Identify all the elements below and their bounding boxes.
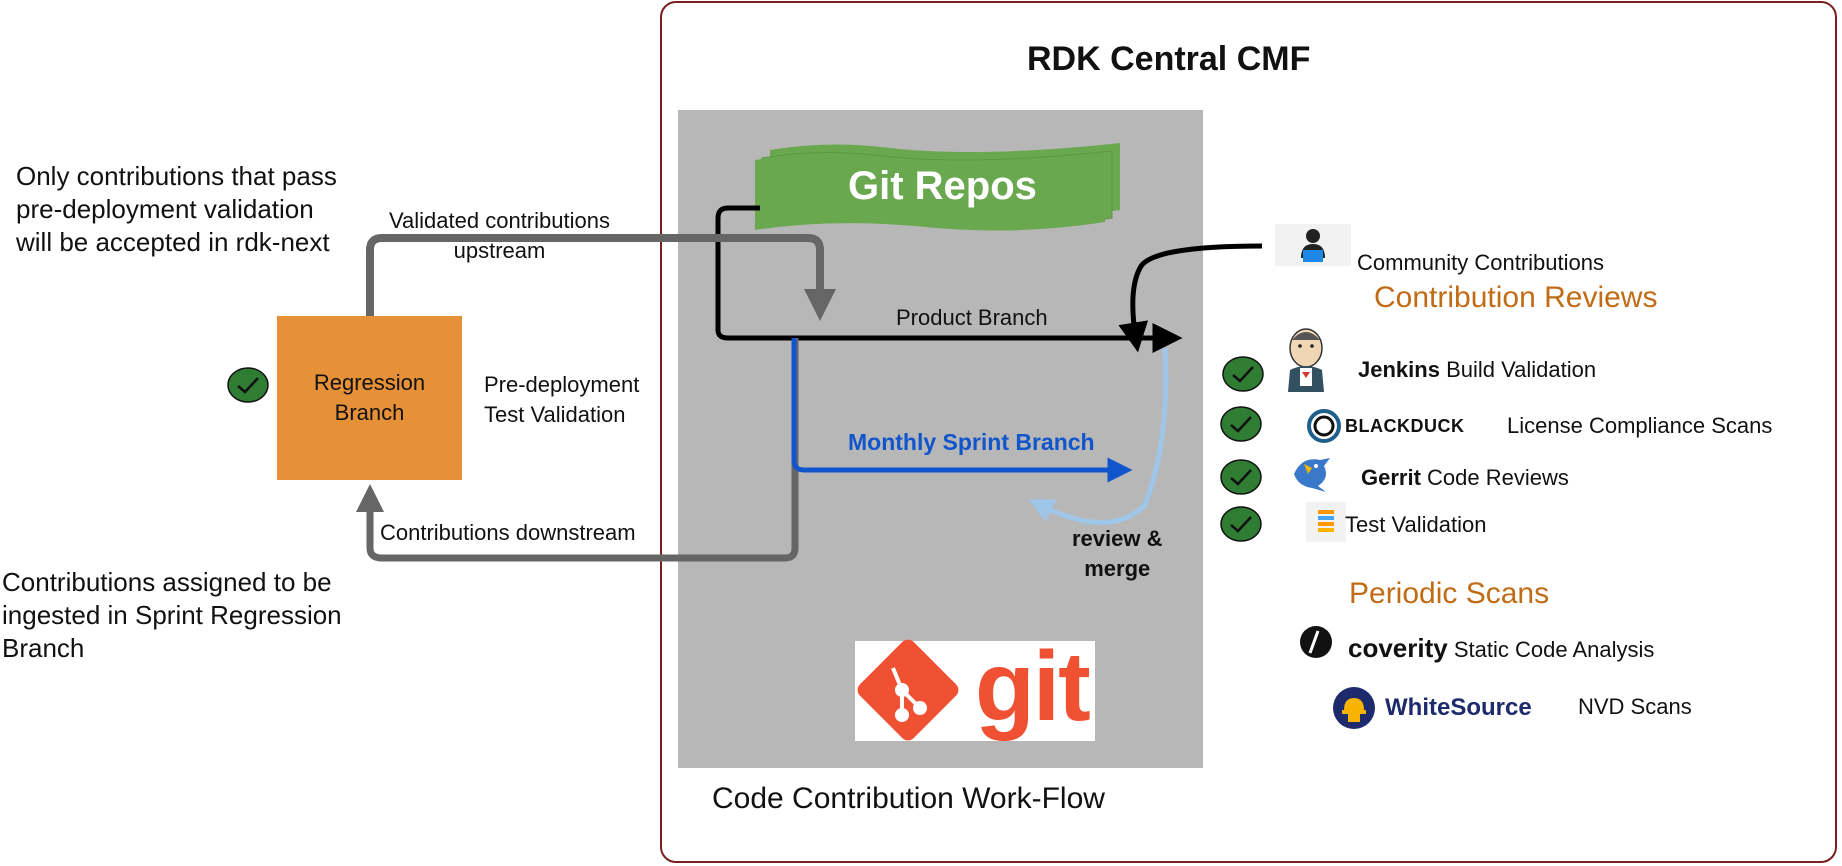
coverity-label: coverity Static Code Analysis	[1348, 633, 1654, 664]
check-icon	[1220, 459, 1262, 495]
jenkins-name: Jenkins	[1358, 357, 1440, 382]
assigned-line1: Contributions assigned to be	[2, 567, 332, 597]
blackduck-logo-text: BLACKDUCK	[1345, 416, 1465, 436]
test-validation-icon	[1306, 502, 1346, 542]
check-icon	[227, 367, 269, 403]
rdk-central-cmf-frame	[660, 1, 1837, 863]
gerrit-icon	[1294, 458, 1330, 492]
whitesource-logo-text: WhiteSource	[1385, 694, 1532, 721]
git-logo-icon	[855, 639, 1095, 741]
gerrit-label: Gerrit Code Reviews	[1361, 465, 1569, 491]
validated-line1: Validated contributions	[389, 208, 610, 233]
predeploy-line1: Pre-deployment	[484, 372, 640, 397]
nvd-scans-label: NVD Scans	[1578, 694, 1692, 719]
review-merge-line2: merge	[1084, 556, 1151, 581]
periodic-scans-heading: Periodic Scans	[1349, 577, 1550, 610]
predeploy-label: Pre-deployment Test Validation	[484, 370, 639, 430]
git-repos-shape	[755, 143, 1120, 231]
coverity-desc: Static Code Analysis	[1453, 637, 1655, 662]
only-contributions-note: Only contributions that pass pre-deploym…	[16, 160, 337, 259]
assigned-line3: Branch	[2, 633, 85, 663]
diagram-title: RDK Central CMF	[1027, 40, 1311, 78]
validated-upstream-label: Validated contributions upstream	[389, 206, 610, 266]
check-icon	[1222, 356, 1264, 392]
git-repos-label: Git Repos	[848, 164, 1037, 208]
jenkins-label: Jenkins Build Validation	[1358, 357, 1596, 383]
jenkins-icon	[1288, 328, 1324, 392]
review-merge-label: review & merge	[1072, 524, 1163, 584]
check-icon	[1220, 406, 1262, 442]
workflow-label: Code Contribution Work-Flow	[712, 782, 1105, 815]
whitesource-icon	[1333, 687, 1375, 729]
check-icon	[1220, 506, 1262, 542]
contribution-reviews-heading: Contribution Reviews	[1374, 281, 1658, 314]
coverity-icon	[1300, 626, 1332, 658]
product-branch-label: Product Branch	[896, 305, 1048, 330]
regression-branch-box: Regression Branch	[277, 316, 462, 480]
only-line3: will be accepted in rdk-next	[16, 227, 330, 257]
git-logo-text: git	[975, 631, 1091, 741]
license-label: License Compliance Scans	[1507, 413, 1773, 438]
assigned-line2: ingested in Sprint Regression	[2, 600, 342, 630]
test-validation-label: Test Validation	[1345, 512, 1487, 537]
person-laptop-icon	[1275, 224, 1351, 266]
gerrit-desc: Code Reviews	[1427, 465, 1569, 490]
only-line1: Only contributions that pass	[16, 161, 337, 191]
community-contributions-label: Community Contributions	[1357, 250, 1604, 275]
predeploy-line2: Test Validation	[484, 402, 626, 427]
review-merge-line1: review &	[1072, 526, 1163, 551]
monthly-sprint-branch-label: Monthly Sprint Branch	[848, 429, 1095, 455]
regression-line2: Branch	[334, 400, 405, 425]
blackduck-icon	[1307, 409, 1341, 443]
coverity-name: coverity	[1348, 633, 1448, 663]
regression-line1: Regression	[313, 370, 426, 395]
validated-line2: upstream	[453, 238, 546, 263]
gerrit-name: Gerrit	[1361, 465, 1421, 490]
assigned-note: Contributions assigned to be ingested in…	[2, 566, 342, 665]
only-line2: pre-deployment validation	[16, 194, 314, 224]
jenkins-desc: Build Validation	[1446, 357, 1597, 382]
downstream-label: Contributions downstream	[380, 520, 636, 545]
